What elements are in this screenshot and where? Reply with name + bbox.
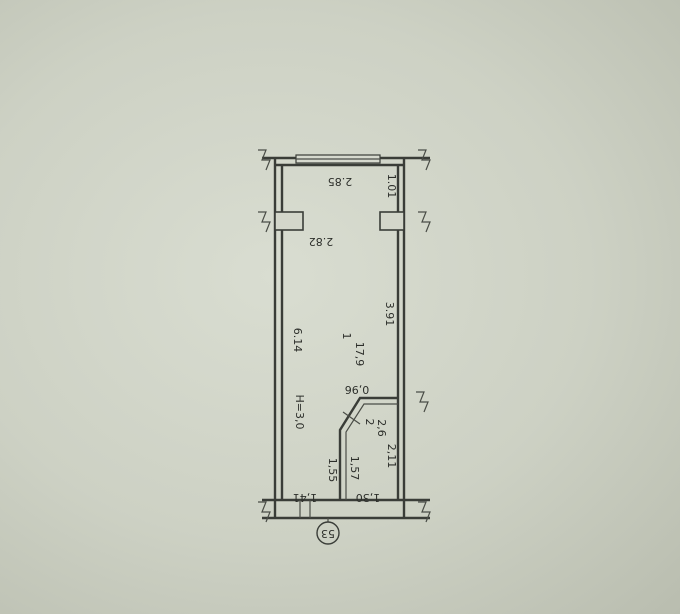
room-width-label: 2.82 <box>309 235 334 248</box>
closet-partition <box>338 396 398 500</box>
room-area-label: 17,9 <box>353 342 366 367</box>
right-wall-label: 3.91 <box>383 302 396 327</box>
left-pier <box>274 211 304 231</box>
break-marks <box>258 149 431 523</box>
right-pier <box>379 211 405 231</box>
closet-area-label: 2,6 <box>375 419 388 437</box>
closet-bottom-label: 1,30 <box>356 491 381 504</box>
upper-depth-label: 1.01 <box>385 174 398 199</box>
closet-partition-inner <box>345 403 398 500</box>
diag-width-label: 0,96 <box>345 383 370 396</box>
closet-door-mark <box>342 411 361 425</box>
left-wall-label: 6.14 <box>291 328 304 353</box>
entry-width-label: 1,41 <box>293 491 318 504</box>
apartment-circle <box>316 521 340 545</box>
closet-side-label: 2,11 <box>385 444 398 469</box>
entry-depth-label: 1,55 <box>326 458 339 483</box>
window-width-label: 2.85 <box>328 175 353 188</box>
apartment-number-label: 53 <box>321 527 335 540</box>
closet-depth-label: 1,57 <box>348 456 361 481</box>
closet-number-label: 2 <box>363 419 376 426</box>
ceiling-height-label: H=3,0 <box>293 395 306 430</box>
room-number-label: 1 <box>340 333 353 340</box>
